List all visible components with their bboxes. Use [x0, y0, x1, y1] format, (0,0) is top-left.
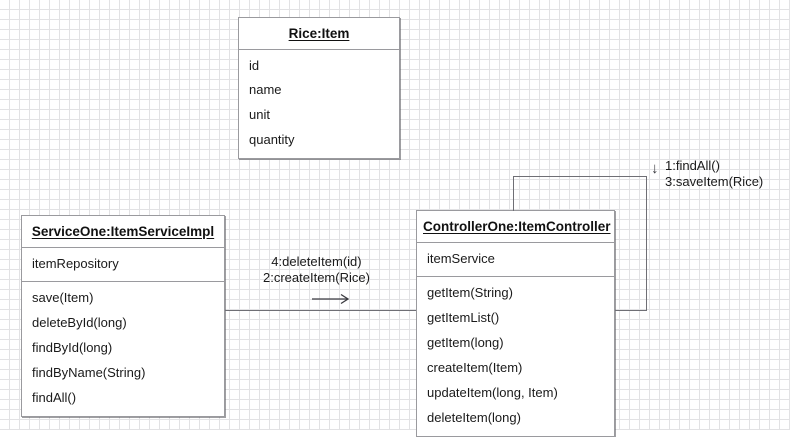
uml-class-box-controller[interactable]: ControllerOne:ItemController itemService…: [416, 210, 615, 437]
connector-controller-selfloop-bottom: [615, 310, 647, 311]
class-title-controller-text: ControllerOne:ItemController: [423, 219, 611, 234]
class-title-item-text: Rice:Item: [288, 26, 350, 41]
attribute-row: itemService: [427, 250, 495, 266]
class-attributes-item: id name unit quantity: [239, 50, 399, 159]
attribute-row: id: [249, 57, 260, 73]
operation-row: deleteItem(long): [427, 410, 521, 426]
connector-controller-selfloop-top: [513, 176, 647, 177]
message-line: 2:createItem(Rice): [263, 270, 370, 286]
class-title-service: ServiceOne:ItemServiceImpl: [22, 216, 224, 248]
connector-service-controller[interactable]: [225, 310, 416, 311]
connector-controller-selfloop-right: [646, 176, 647, 311]
operation-row: createItem(Item): [427, 360, 523, 376]
operation-row: getItem(long): [427, 335, 504, 351]
operation-row: getItem(String): [427, 285, 513, 301]
message-line: 1:findAll(): [665, 158, 720, 173]
message-label-repo-calls: 1:findAll() 3:saveItem(Rice): [665, 158, 763, 191]
uml-class-box-service[interactable]: ServiceOne:ItemServiceImpl itemRepositor…: [21, 215, 225, 418]
message-line: 4:deleteItem(id): [271, 254, 362, 269]
class-title-service-text: ServiceOne:ItemServiceImpl: [31, 224, 215, 239]
class-title-controller: ControllerOne:ItemController: [417, 211, 614, 243]
class-title-item: Rice:Item: [239, 18, 399, 50]
operation-row: findAll(): [32, 390, 77, 406]
message-label-service-calls: 4:deleteItem(id) 2:createItem(Rice): [263, 254, 370, 287]
class-operations-controller: getItem(String) getItemList() getItem(lo…: [417, 276, 614, 436]
operation-row: save(Item): [32, 290, 94, 306]
operation-row: findById(long): [32, 340, 113, 356]
operation-row: deleteById(long): [32, 315, 127, 331]
class-attributes-service: itemRepository: [22, 248, 224, 282]
attribute-row: quantity: [249, 132, 295, 148]
operation-row: getItemList(): [427, 310, 500, 326]
class-operations-service: save(Item) deleteById(long) findById(lon…: [22, 281, 224, 416]
operation-row: findByName(String): [32, 365, 146, 381]
arrow-down-icon: ↓: [651, 160, 659, 177]
uml-class-box-item[interactable]: Rice:Item id name unit quantity: [238, 17, 400, 160]
arrow-right-icon: [312, 293, 350, 305]
operation-row: updateItem(long, Item): [427, 385, 558, 401]
message-line: 3:saveItem(Rice): [665, 174, 764, 190]
class-attributes-controller: itemService: [417, 243, 614, 277]
attribute-row: name: [249, 82, 282, 98]
attribute-row: unit: [249, 107, 270, 123]
attribute-row: itemRepository: [32, 255, 119, 271]
connector-controller-selfloop-left: [513, 176, 514, 211]
